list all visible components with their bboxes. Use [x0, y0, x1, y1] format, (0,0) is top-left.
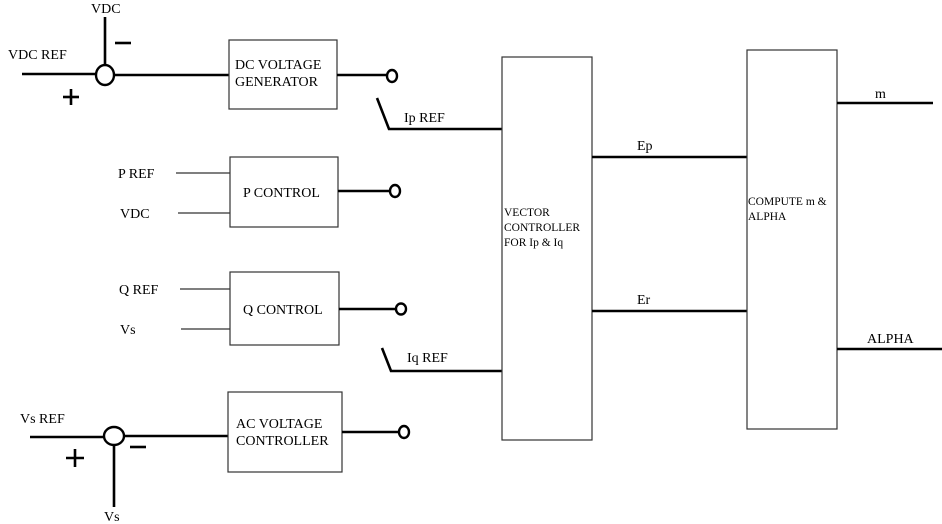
vs-label: Vs [104, 510, 120, 524]
ip-ref-switch-line [375, 97, 502, 131]
vector-controller-label-1: VECTOR [504, 207, 550, 219]
q-control-block: Q REF Vs Q CONTROL [119, 271, 408, 346]
dc-voltage-generator-label-2: GENERATOR [235, 75, 319, 90]
compute-label-1: COMPUTE m & [748, 196, 827, 208]
q-ref-label: Q REF [119, 283, 159, 298]
ip-ref-switch: Ip REF [375, 97, 502, 131]
compute-block: COMPUTE m & ALPHA [746, 49, 838, 430]
p-control-block: P REF VDC P CONTROL [118, 156, 402, 228]
vdc-ref-label: VDC REF [8, 48, 67, 63]
vector-controller-block: VECTOR CONTROLLER FOR Ip & Iq [501, 56, 593, 441]
ac-output-terminal [397, 424, 411, 440]
ac-summing-junction: Vs REF Vs [20, 412, 228, 524]
alpha-output-label: ALPHA [867, 332, 915, 347]
dc-voltage-generator-block: DC VOLTAGE GENERATOR [228, 39, 399, 110]
iq-ref-switch-line [380, 347, 502, 373]
p-output-terminal [388, 183, 402, 199]
alpha-output: ALPHA [837, 332, 942, 351]
dc-summing-junction: VDC VDC REF [8, 2, 229, 105]
dc-output-terminal [385, 68, 399, 84]
iq-ref-label: Iq REF [407, 351, 448, 366]
summing-circle-ac [102, 425, 126, 447]
m-output-label: m [875, 87, 886, 102]
q-vs-label: Vs [120, 323, 136, 338]
m-output: m [837, 87, 933, 105]
p-control-label: P CONTROL [243, 186, 320, 201]
ac-voltage-controller-block: AC VOLTAGE CONTROLLER [227, 391, 411, 473]
ep-signal: Ep [592, 139, 748, 159]
ac-voltage-controller-label-2: CONTROLLER [236, 434, 329, 449]
vs-ref-label: Vs REF [20, 412, 65, 427]
vector-controller-label-2: CONTROLLER [504, 222, 580, 234]
er-signal: Er [592, 293, 748, 313]
ip-ref-label: Ip REF [404, 111, 445, 126]
q-control-label: Q CONTROL [243, 303, 323, 318]
compute-label-2: ALPHA [748, 211, 787, 223]
vdc-label: VDC [91, 2, 121, 17]
er-label: Er [637, 293, 651, 308]
vector-controller-label-3: FOR Ip & Iq [504, 237, 563, 249]
ep-label: Ep [637, 139, 653, 154]
q-output-terminal [394, 302, 408, 316]
ac-voltage-controller-label-1: AC VOLTAGE [236, 417, 322, 432]
dc-voltage-generator-label-1: DC VOLTAGE [235, 58, 321, 73]
summing-circle-dc [94, 63, 116, 87]
iq-ref-switch: Iq REF [380, 347, 502, 373]
p-vdc-label: VDC [120, 207, 150, 222]
p-ref-label: P REF [118, 167, 155, 182]
